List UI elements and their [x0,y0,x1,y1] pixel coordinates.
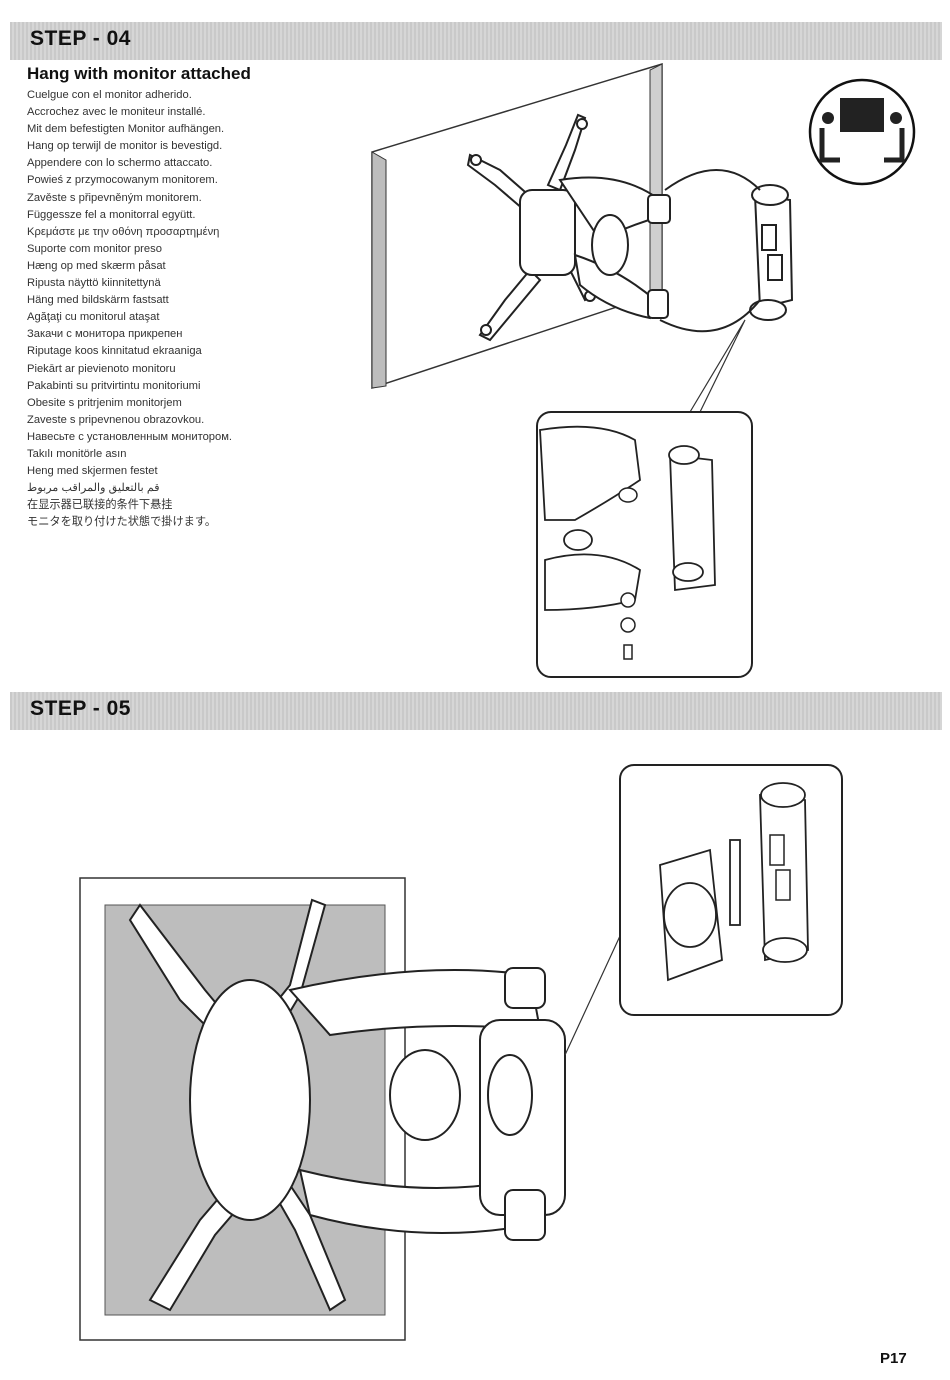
translation-tr: Takılı monitörle asın [27,447,127,460]
two-person-lift-icon [808,78,916,186]
translation-el: Κρεμάστε με την οθόνη προσαρτημένη [27,225,220,238]
translation-cs: Zavěste s připevněným monitorem. [27,191,202,204]
hang-arrows [659,169,761,333]
translation-zh: 在显示器已联接的条件下悬挂 [27,499,173,512]
step-04-label: STEP - 04 [30,27,131,50]
translation-hu: Függessze fel a monitorral együtt. [27,208,196,221]
translation-it: Appendere con lo schermo attaccato. [27,157,213,170]
wall-panel [371,62,663,390]
step-05-label: STEP - 05 [30,697,131,720]
step-04-detail-box [536,411,753,678]
translation-fr: Accrochez avec le moniteur installé. [27,106,206,119]
translation-ro: Agăţaţi cu monitorul ataşat [27,311,160,324]
mount-body [519,176,671,320]
step-05-mount-arm [288,967,566,1241]
step-04-title: Hang with monitor attached [27,64,251,83]
translation-sv: Häng med bildskärm fastsatt [27,294,169,307]
translation-sk: Zaveste s pripevnenou obrazovkou. [27,413,205,426]
detail-callout-pointer [689,319,746,413]
step-04-header: STEP - 04 [10,22,942,60]
translation-ru: Навесьте с установленным монитором. [27,430,233,443]
translation-da: Hæng op med skærm påsat [27,259,166,272]
translation-pt: Suporte com monitor preso [27,242,162,255]
translation-es: Cuelgue con el monitor adherido. [27,89,192,101]
translation-de: Mit dem befestigten Monitor aufhängen. [27,123,225,136]
step-05-header: STEP - 05 [10,692,942,730]
translation-lt: Pakabinti su pritvirtintu monitoriumi [27,379,201,392]
translation-sl: Obesite s pritrjenim monitorjem [27,396,182,409]
translation-no: Heng med skjermen festet [27,465,158,478]
wall-bracket [749,184,794,321]
translation-lv: Piekārt ar pievienoto monitoru [27,362,176,375]
translation-ja: モニタを取り付けた状態で掛けます。 [27,516,217,529]
translation-fi: Ripusta näyttö kiinnitettynä [27,277,161,290]
translation-nl: Hang op terwijl de monitor is bevestigd. [27,140,223,153]
translation-bg: Закачи с монитора прикрепен [27,328,183,341]
translation-list: Cuelgue con el monitor adherido. Accroch… [27,87,232,531]
translation-ar: قم بالتعليق والمراقب مربوط [27,482,160,495]
translation-pl: Powieś z przymocowanym monitorem. [27,174,218,187]
step-05-detail-box [619,764,843,1016]
translation-et: Riputage koos kinnitatud ekraaniga [27,345,202,358]
step-05-vesa-plate [128,898,347,1312]
page-number: P17 [880,1350,907,1367]
